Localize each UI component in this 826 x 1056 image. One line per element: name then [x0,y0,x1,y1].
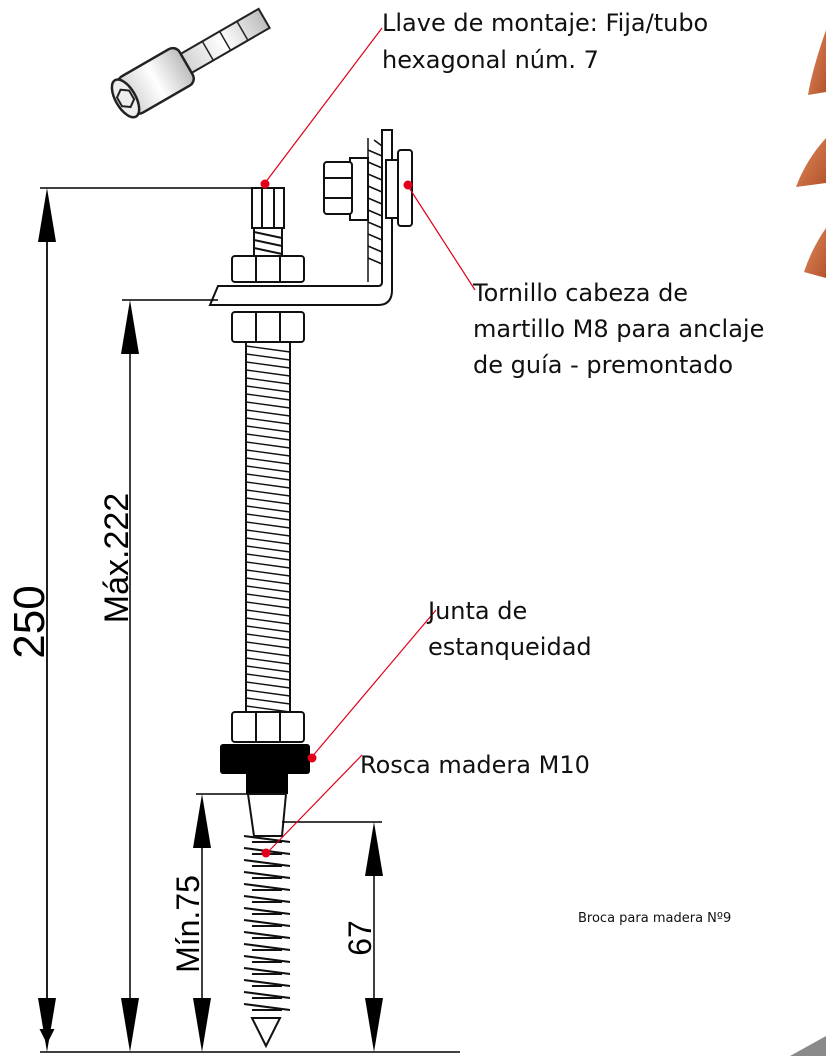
corner-decoration [790,1036,826,1056]
dimension-min-label: Mín.75 [170,875,206,973]
callout-tool-line-2: hexagonal núm. 7 [382,46,599,74]
callout-wood-thread-line-1: Rosca madera M10 [360,751,590,779]
upper-thread [253,227,283,259]
callout-seal: Junta de estanqueidad [426,597,592,661]
callout-hammer-bolt-line-1: Tornillo cabeza de [472,279,688,307]
dimension-thread-label: 67 [342,920,378,956]
hex-socket-tool-image [110,7,271,119]
hanger-bolt-drawing [208,129,413,743]
roof-tile-image [796,30,826,278]
wood-screw-thread [243,793,291,1049]
leader-dots [260,179,413,858]
callout-seal-line-2: estanqueidad [428,633,592,661]
dimension-max-label: Máx.222 [98,493,136,623]
sealing-washer [220,744,310,794]
dimension-lines [38,187,460,1053]
callout-hammer-bolt: Tornillo cabeza de martillo M8 para ancl… [472,279,772,379]
callout-hammer-bolt-line-3: de guía - premontado [473,351,733,379]
drill-note: Broca para madera Nº9 [578,911,731,926]
callout-tool-line-1: Llave de montaje: Fija/tubo [382,9,708,37]
callout-hammer-bolt-line-2: martillo M8 para anclaje [473,315,764,343]
callout-tool: Llave de montaje: Fija/tubo hexagonal nú… [382,9,716,74]
leader-lines [264,27,476,854]
callout-wood-thread: Rosca madera M10 [360,751,590,779]
callout-seal-line-1: Junta de [426,597,527,625]
dimension-total-label: 250 [5,585,54,658]
